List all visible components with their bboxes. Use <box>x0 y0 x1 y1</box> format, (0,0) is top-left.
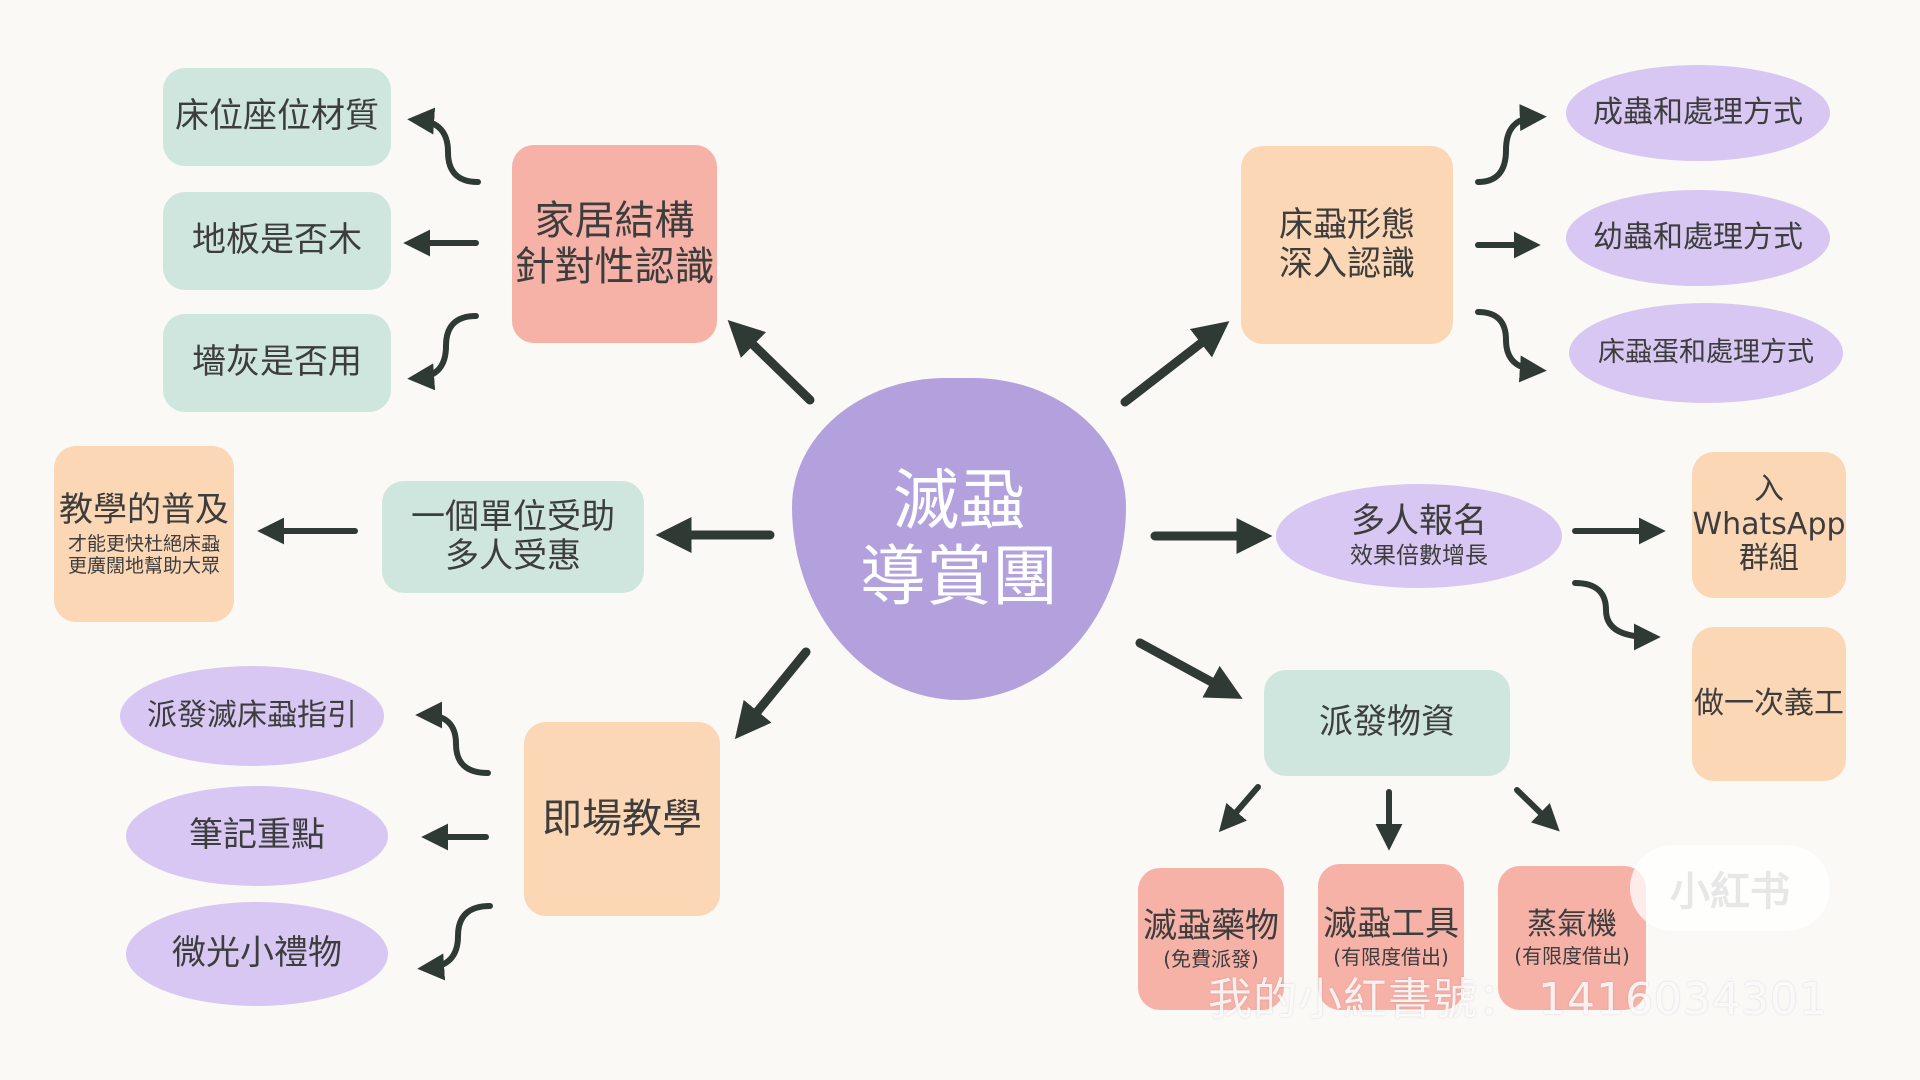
bedbug-forms-item: 床蝨蛋和處理方式 <box>1569 303 1843 403</box>
home-structure-item-label: 墻灰是否用 <box>192 342 362 383</box>
home-structure-title-line2: 針對性認識 <box>514 244 715 290</box>
supplies-item-note: (免費派發) <box>1163 947 1259 972</box>
home-structure-title-line1: 家居結構 <box>534 198 695 244</box>
signup-item-line1: 做一次義工 <box>1694 685 1844 721</box>
bedbug-forms-item-label: 床蝨蛋和處理方式 <box>1598 337 1814 369</box>
one-unit-result-line2: 更廣闊地幫助大眾 <box>67 554 220 577</box>
onsite-item-label: 筆記重點 <box>189 815 325 856</box>
home-structure-item-label: 地板是否木 <box>192 220 362 261</box>
arrow-supplies-item-3 <box>1514 787 1560 832</box>
onsite-item: 派發滅床蝨指引 <box>120 666 384 766</box>
supplies-item: 滅蝨工具 (有限度借出) <box>1318 864 1464 1010</box>
one-unit-title-line2: 多人受惠 <box>445 536 581 576</box>
arrow-home-item-1 <box>407 107 481 185</box>
center-node: 滅蝨 導賞團 <box>792 378 1126 700</box>
arrow-signup-item-2 <box>1572 580 1661 651</box>
home-structure-item: 床位座位材質 <box>163 68 391 166</box>
signup-item-line1: 入WhatsApp <box>1692 472 1846 542</box>
onsite-node: 即場教學 <box>524 722 720 916</box>
one-unit-result-line1: 才能更快杜絕床蝨 <box>67 532 220 555</box>
bedbug-forms-item-label: 幼蟲和處理方式 <box>1593 219 1803 255</box>
arrow-to-bedbug-forms <box>1120 321 1230 407</box>
onsite-item-label: 微光小禮物 <box>172 933 342 974</box>
supplies-item-name: 滅蝨藥物 <box>1143 905 1279 946</box>
supplies-item-note: (有限度借出) <box>1514 943 1630 968</box>
one-unit-result-node: 教學的普及 才能更快杜絕床蝨 更廣闊地幫助大眾 <box>54 446 234 622</box>
arrow-bedbug-item-1 <box>1475 104 1547 185</box>
arrow-to-home-structure <box>727 319 815 405</box>
home-structure-node: 家居結構 針對性認識 <box>512 145 717 343</box>
one-unit-node: 一個單位受助 多人受惠 <box>382 481 644 593</box>
home-structure-item: 墻灰是否用 <box>163 314 391 412</box>
bedbug-forms-title-line2: 深入認識 <box>1279 244 1415 284</box>
center-title-line1: 滅蝨 <box>893 462 1025 540</box>
center-title-line2: 導賞團 <box>860 538 1058 615</box>
xiaohongshu-logo: 小紅书 <box>1630 845 1830 931</box>
arrow-supplies-item-1 <box>1218 784 1261 833</box>
supplies-node: 派發物資 <box>1264 670 1510 776</box>
watermark-text: 我的小紅書號： 1416034301 <box>1208 974 1828 1025</box>
one-unit-result-title: 教學的普及 <box>59 489 229 530</box>
signup-item: 入WhatsApp 群組 <box>1692 452 1846 598</box>
onsite-title: 即場教學 <box>542 796 702 842</box>
supplies-item-note: (有限度借出) <box>1333 945 1449 970</box>
bedbug-forms-item: 幼蟲和處理方式 <box>1566 190 1830 286</box>
arrow-onsite-item-3 <box>417 903 493 981</box>
bedbug-forms-item-label: 成蟲和處理方式 <box>1593 94 1803 130</box>
arrow-to-onsite <box>734 647 811 740</box>
supplies-item: 滅蝨藥物 (免費派發) <box>1138 868 1284 1010</box>
signup-node: 多人報名 效果倍數增長 <box>1276 484 1562 588</box>
signup-item: 做一次義工 <box>1692 627 1846 781</box>
supplies-item-name: 滅蝨工具 <box>1323 903 1459 944</box>
signup-item-line2: 群組 <box>1739 541 1799 577</box>
arrow-onsite-item-1 <box>415 701 491 776</box>
bedbug-forms-item: 成蟲和處理方式 <box>1566 65 1830 161</box>
signup-subtitle: 效果倍數增長 <box>1350 543 1488 570</box>
arrow-to-supplies <box>1135 638 1243 699</box>
supplies-item-name: 蒸氣機 <box>1527 907 1617 943</box>
signup-title: 多人報名 <box>1351 501 1487 542</box>
home-structure-item: 地板是否木 <box>163 192 391 290</box>
arrow-bedbug-item-3 <box>1475 309 1547 383</box>
supplies-item: 蒸氣機 (有限度借出) <box>1498 866 1646 1010</box>
home-structure-item-label: 床位座位材質 <box>175 96 379 137</box>
onsite-item: 微光小禮物 <box>126 902 388 1006</box>
one-unit-title-line1: 一個單位受助 <box>411 496 615 537</box>
bedbug-forms-node: 床蝨形態 深入認識 <box>1241 146 1453 344</box>
onsite-item-label: 派發滅床蝨指引 <box>147 697 357 733</box>
supplies-title: 派發物資 <box>1319 702 1455 743</box>
bedbug-forms-title-line1: 床蝨形態 <box>1279 204 1415 245</box>
arrow-home-item-3 <box>407 313 479 391</box>
onsite-item: 筆記重點 <box>126 786 388 886</box>
